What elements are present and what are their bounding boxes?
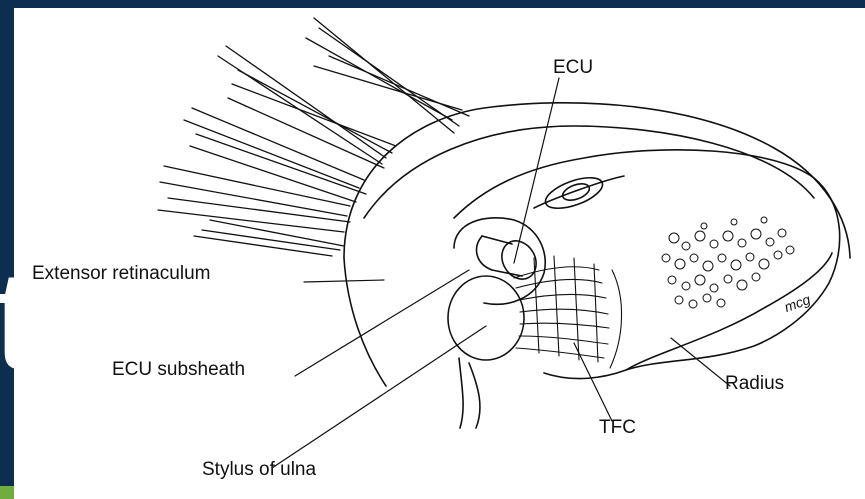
tendon-lines [158, 18, 469, 256]
label-tfc: TFC [599, 418, 636, 437]
extensor-retinaculum-leader [304, 280, 384, 282]
label-radius: Radius [725, 374, 784, 393]
label-extensor-retinaculum: Extensor retinaculum [32, 264, 210, 283]
stylus-of-ulna-leader [272, 326, 486, 468]
anatomy-figure: Extensor retinaculum ECU ECU subsheath R… [14, 8, 865, 499]
radius-outline [454, 150, 840, 379]
label-stylus-of-ulna: Stylus of ulna [202, 460, 316, 479]
ecu-subsheath-leader [295, 270, 469, 376]
ecu-subsheath [454, 218, 545, 304]
label-ecu-subsheath: ECU subsheath [112, 360, 245, 379]
ecu-tendon [477, 235, 543, 286]
wrist-cross-section-drawing [14, 8, 865, 499]
tfc-leader [574, 343, 612, 421]
ulna-stylus [448, 276, 524, 360]
radius-leader [671, 338, 730, 386]
label-ecu: ECU [553, 58, 593, 77]
radius-bone-texture [662, 217, 794, 308]
tfc-fibers [514, 256, 622, 368]
